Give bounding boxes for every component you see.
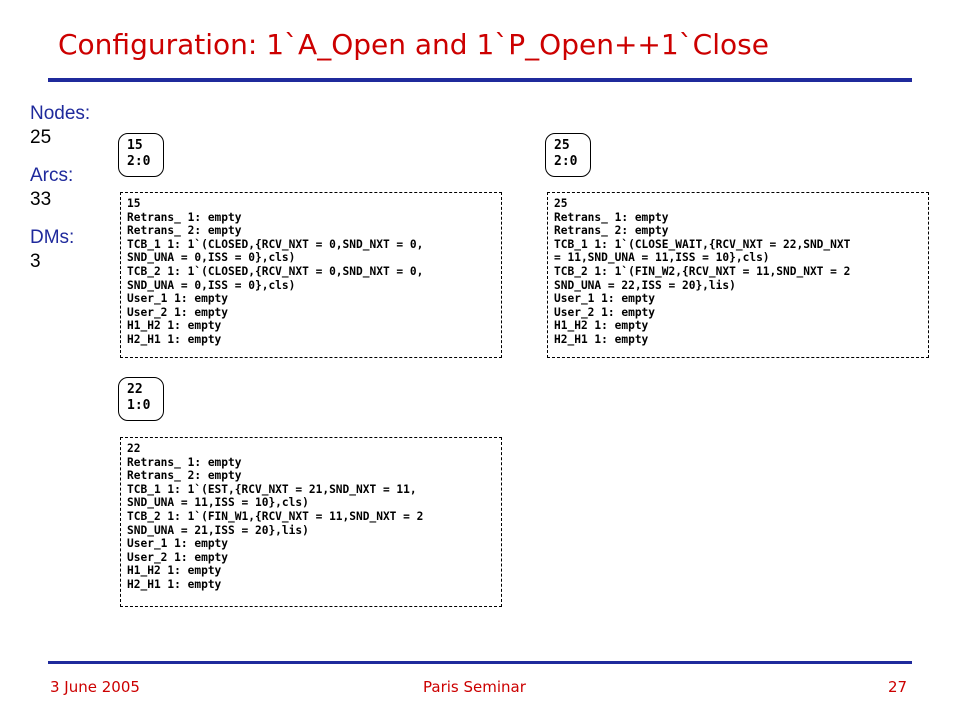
marking-line: Retrans_ 2: empty [127,469,242,483]
dms-label: DMs: [30,227,75,248]
title-divider [48,78,912,82]
marking-line: Retrans_ 1: empty [554,210,669,224]
marking-line: 25 [554,197,568,210]
marking-line: SND_UNA = 0,ISS = 0},cls) [127,278,296,292]
marking-line: User_2 1: empty [554,305,656,319]
marking-line: H2_H1 1: empty [127,332,222,346]
marking-line: SND_UNA = 11,ISS = 10},cls) [127,496,309,510]
node-id: 25 [554,138,570,153]
marking-line: H2_H1 1: empty [127,577,222,591]
arcs-value: 33 [30,189,52,210]
marking-line: Retrans_ 2: empty [127,224,242,238]
footer-event: Paris Seminar [423,678,526,696]
node-id: 15 [127,138,143,153]
graph-stats: Nodes: 25 Arcs: 33 DMs: 3 [30,102,120,288]
state-marking-15: 15 Retrans_ 1: empty Retrans_ 2: empty T… [120,192,502,358]
marking-line: User_1 1: empty [554,292,656,306]
marking-line: User_2 1: empty [127,550,229,564]
marking-line: TCB_2 1: 1`(FIN_W2,{RCV_NXT = 11,SND_NXT… [554,264,851,278]
marking-line: SND_UNA = 0,ISS = 0},cls) [127,251,296,265]
node-ratio: 1:0 [127,398,151,413]
state-node-25[interactable]: 25 2:0 [545,133,591,177]
marking-line: SND_UNA = 21,ISS = 20},lis) [127,523,309,537]
footer-divider [48,661,912,664]
slide-title: Configuration: 1`A_Open and 1`P_Open++1`… [58,28,769,61]
arcs-label: Arcs: [30,165,74,186]
footer-page-number: 27 [888,678,908,696]
dms-value: 3 [30,251,41,272]
footer-date: 3 June 2005 [50,678,140,696]
nodes-label: Nodes: [30,103,91,124]
nodes-value: 25 [30,127,52,148]
marking-line: H2_H1 1: empty [554,332,649,346]
marking-line: TCB_2 1: 1`(FIN_W1,{RCV_NXT = 11,SND_NXT… [127,509,424,523]
marking-line: TCB_2 1: 1`(CLOSED,{RCV_NXT = 0,SND_NXT … [127,264,424,278]
marking-line: 15 [127,197,141,210]
state-node-22[interactable]: 22 1:0 [118,377,164,421]
marking-line: User_1 1: empty [127,537,229,551]
marking-line: TCB_1 1: 1`(CLOSED,{RCV_NXT = 0,SND_NXT … [127,237,424,251]
marking-line: Retrans_ 1: empty [127,210,242,224]
marking-line: H1_H2 1: empty [554,319,649,333]
marking-line: H1_H2 1: empty [127,564,222,578]
node-ratio: 2:0 [554,154,578,169]
marking-line: H1_H2 1: empty [127,319,222,333]
marking-line: = 11,SND_UNA = 11,ISS = 10},cls) [554,251,770,265]
marking-line: Retrans_ 1: empty [127,455,242,469]
marking-line: TCB_1 1: 1`(CLOSE_WAIT,{RCV_NXT = 22,SND… [554,237,851,251]
state-marking-22: 22 Retrans_ 1: empty Retrans_ 2: empty T… [120,437,502,607]
marking-line: SND_UNA = 22,ISS = 20},lis) [554,278,736,292]
marking-line: Retrans_ 2: empty [554,224,669,238]
marking-line: User_2 1: empty [127,305,229,319]
marking-line: TCB_1 1: 1`(EST,{RCV_NXT = 21,SND_NXT = … [127,482,417,496]
state-marking-25: 25 Retrans_ 1: empty Retrans_ 2: empty T… [547,192,929,358]
node-id: 22 [127,382,143,397]
marking-line: User_1 1: empty [127,292,229,306]
node-ratio: 2:0 [127,154,151,169]
state-node-15[interactable]: 15 2:0 [118,133,164,177]
marking-line: 22 [127,442,141,455]
